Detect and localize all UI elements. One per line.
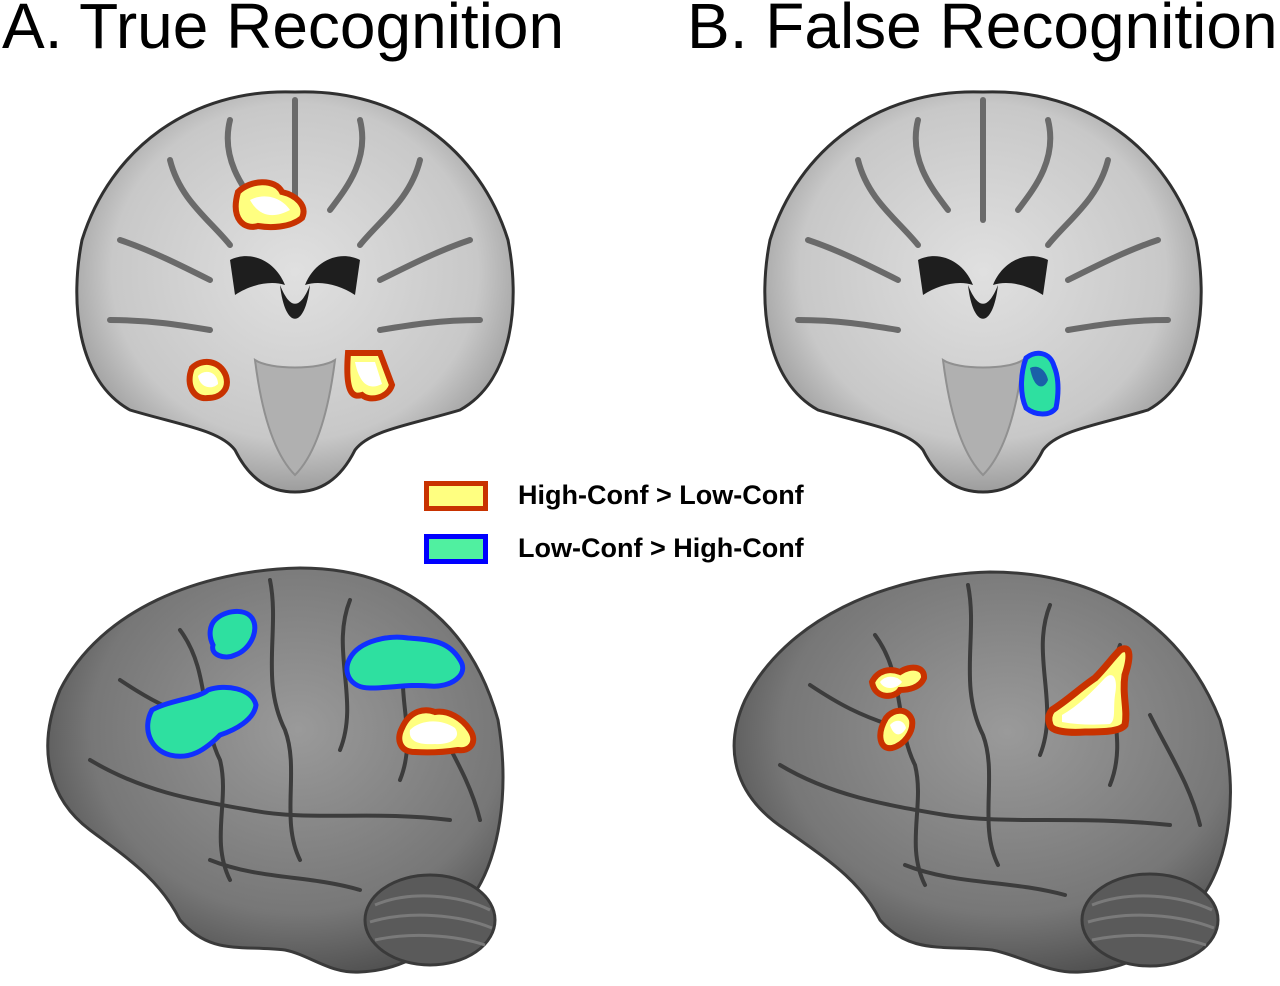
brainstem <box>941 357 1025 477</box>
sulci-pattern <box>778 583 1202 897</box>
cerebellum-folia <box>1087 894 1215 947</box>
cerebellum-folia <box>369 894 493 947</box>
activation-low-conf-lateral-a <box>145 609 465 759</box>
coronal-slice-false-recognition <box>763 90 1203 494</box>
gyri-pattern <box>795 97 1171 333</box>
coronal-slice-true-recognition <box>75 90 515 494</box>
legend-swatch-low-conf <box>424 533 488 564</box>
legend-label-low-conf: Low-Conf > High-Conf <box>518 533 804 563</box>
activation-high-conf-lateral-b <box>868 645 1133 752</box>
cerebellum <box>363 873 497 967</box>
activation-high-conf-coronal-a <box>186 179 396 402</box>
legend-swatch-high-conf <box>424 480 488 511</box>
panel-a-title: A. True Recognition <box>2 0 565 62</box>
ventricles <box>918 256 1048 319</box>
activation-low-conf-coronal-b <box>1019 350 1061 417</box>
ventricles <box>230 256 360 319</box>
brainstem <box>253 357 337 477</box>
legend-label-high-conf: High-Conf > Low-Conf <box>518 480 804 510</box>
panel-b-title: B. False Recognition <box>687 0 1278 62</box>
legend-item-low-conf: Low-Conf > High-Conf <box>424 533 804 564</box>
lateral-brain-true-recognition <box>46 566 505 974</box>
legend-item-high-conf: High-Conf > Low-Conf <box>424 480 804 511</box>
activation-high-conf-lateral-a <box>396 707 477 756</box>
lateral-brain-false-recognition <box>732 570 1232 974</box>
